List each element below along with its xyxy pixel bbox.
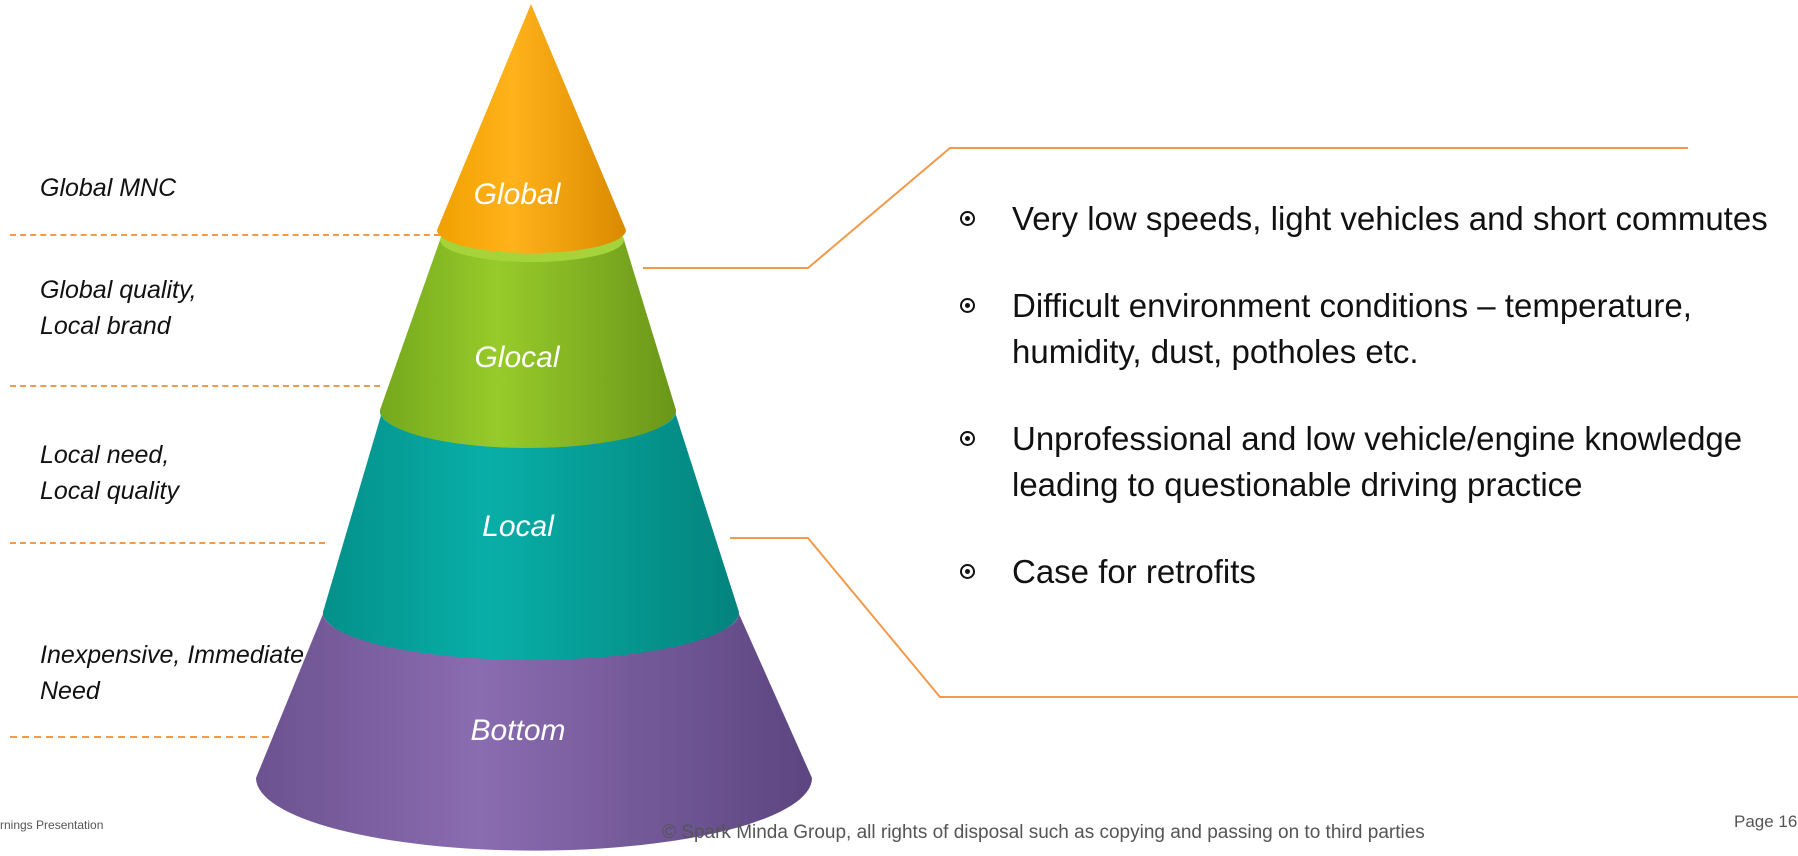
cone-segment-global	[437, 4, 626, 254]
list-item: Difficult environment conditions – tempe…	[960, 283, 1790, 375]
side-label-bottom: Inexpensive, Immediate Need	[40, 637, 304, 709]
list-item: Very low speeds, light vehicles and shor…	[960, 196, 1790, 242]
side-label-bottom-line1: Inexpensive, Immediate	[40, 641, 305, 669]
side-label-local-line1: Local need,	[40, 441, 170, 469]
side-label-glocal-line2: Local brand	[40, 312, 171, 340]
divider-global	[10, 234, 440, 236]
list-item: Unprofessional and low vehicle/engine kn…	[960, 416, 1790, 508]
circle-bullet-icon	[960, 298, 975, 313]
divider-local	[10, 542, 325, 544]
side-label-local: Local need, Local quality	[40, 437, 179, 509]
footer-presentation-title: rnings Presentation	[0, 818, 104, 832]
bullet-text-1: Very low speeds, light vehicles and shor…	[1012, 200, 1768, 237]
side-label-global: Global MNC	[40, 170, 176, 206]
side-label-glocal: Global quality, Local brand	[40, 272, 197, 344]
bullet-text-2: Difficult environment conditions – tempe…	[1012, 287, 1692, 370]
cone-label-local: Local	[482, 510, 555, 543]
circle-bullet-icon	[960, 564, 975, 579]
callout-line-top	[643, 147, 1688, 269]
footer-copyright: © Spark Minda Group, all rights of dispo…	[662, 822, 1425, 843]
side-label-local-line2: Local quality	[40, 477, 179, 505]
side-label-glocal-line1: Global quality,	[40, 276, 197, 304]
cone-label-glocal: Glocal	[474, 341, 560, 374]
cone-label-global: Global	[474, 178, 562, 211]
bullet-text-4: Case for retrofits	[1012, 553, 1256, 590]
bullet-text-3: Unprofessional and low vehicle/engine kn…	[1012, 420, 1743, 503]
divider-glocal	[10, 385, 380, 387]
list-item: Case for retrofits	[960, 549, 1790, 595]
side-label-global-line1: Global MNC	[40, 174, 177, 202]
callout-line-bottom	[730, 537, 1798, 698]
characteristics-list: Very low speeds, light vehicles and shor…	[960, 196, 1790, 636]
footer-page-number: Page 16	[1734, 812, 1798, 831]
cone-label-bottom: Bottom	[470, 714, 565, 747]
side-label-bottom-line2: Need	[40, 677, 100, 705]
circle-bullet-icon	[960, 431, 975, 446]
circle-bullet-icon	[960, 211, 975, 226]
